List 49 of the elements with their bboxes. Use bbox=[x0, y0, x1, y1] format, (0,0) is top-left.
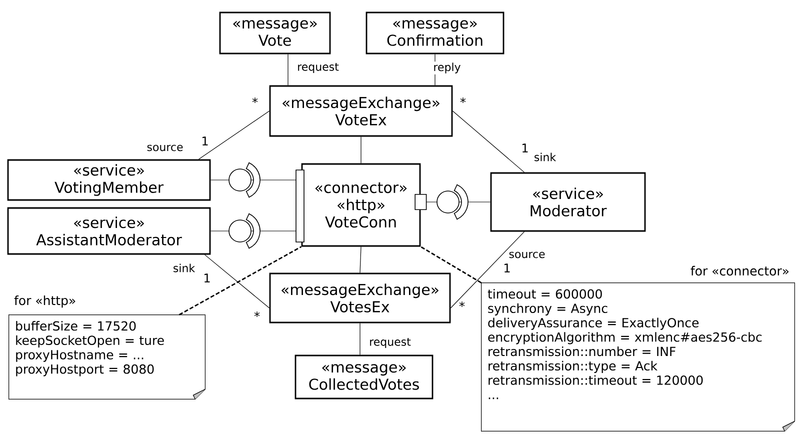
dashed-line bbox=[178, 246, 302, 316]
line bbox=[198, 110, 270, 160]
node-label: bufferSize = 17520 bbox=[16, 320, 136, 331]
node-label: keepSocketOpen = ture bbox=[16, 335, 164, 348]
note-box: bufferSize = 17520 keepSocketOpen = ture proxyHostname = ... proxyHostport = 8080 bbox=[8, 314, 206, 400]
node-label: proxyHostname = ... bbox=[16, 350, 144, 362]
edge-label: request bbox=[368, 336, 412, 349]
line bbox=[450, 231, 525, 308]
node-label: retransmission::number = INF bbox=[488, 346, 676, 356]
class-box: «message» Confirmation bbox=[366, 12, 504, 54]
line bbox=[414, 194, 491, 210]
node-label: retransmission::timeout = 120000 bbox=[488, 375, 703, 385]
class-box: «message» CollectedVotes bbox=[294, 354, 434, 400]
multiplicity-label: * bbox=[254, 312, 260, 317]
line bbox=[452, 110, 525, 173]
multiplicity-label: 1 bbox=[204, 274, 210, 282]
node-label: ... bbox=[488, 398, 498, 400]
node-label: encryptionAlgorithm = xmlenc#aes256-cbc bbox=[488, 332, 762, 344]
note-heading: for «http» bbox=[14, 295, 76, 308]
edge-label: source bbox=[146, 144, 184, 152]
multiplicity-label: 1 bbox=[202, 136, 208, 146]
note-heading: for «connector» bbox=[690, 266, 789, 276]
multiplicity-label: 1 bbox=[522, 144, 528, 152]
edge-label: sink bbox=[172, 262, 196, 274]
edge-label: sink bbox=[532, 152, 558, 162]
node-label: synchrony = Async bbox=[488, 303, 608, 316]
multiplicity-label: 1 bbox=[504, 264, 510, 272]
class-box: «messageExchange» VoteEx bbox=[269, 85, 453, 137]
edge-label: request bbox=[296, 62, 340, 74]
edge-label: reply bbox=[432, 62, 462, 74]
class-box: «messageExchange» VotesEx bbox=[269, 272, 451, 324]
line bbox=[360, 136, 362, 164]
dashed-line bbox=[420, 246, 482, 284]
line bbox=[360, 246, 362, 274]
edge-label: source bbox=[508, 250, 546, 260]
class-box: «service» AssistantModerator bbox=[7, 207, 211, 255]
multiplicity-label: * bbox=[252, 98, 258, 103]
class-box: «service» Moderator bbox=[490, 172, 646, 232]
node-label: retransmission::type = Ack bbox=[488, 360, 658, 373]
class-box: «message» Vote bbox=[219, 12, 331, 54]
class-box: «service» VotingMember bbox=[7, 159, 211, 201]
line bbox=[204, 254, 270, 308]
node-label: proxyHostport = 8080 bbox=[16, 364, 154, 376]
line bbox=[210, 230, 296, 232]
multiplicity-label: * bbox=[459, 302, 465, 307]
node-label: timeout = 600000 bbox=[488, 288, 602, 299]
node-label: deliveryAssurance = ExactlyOnce bbox=[488, 318, 699, 330]
note-box: timeout = 600000 synchrony = Async deliveryAssurance = ExactlyOnce encryptionAlgorithm = xmlenc#aes256-cbc retransmission::number = INF retransmission::type = Ack retransmission::timeout = 120000 ... bbox=[481, 282, 795, 432]
multiplicity-label: * bbox=[460, 98, 466, 103]
